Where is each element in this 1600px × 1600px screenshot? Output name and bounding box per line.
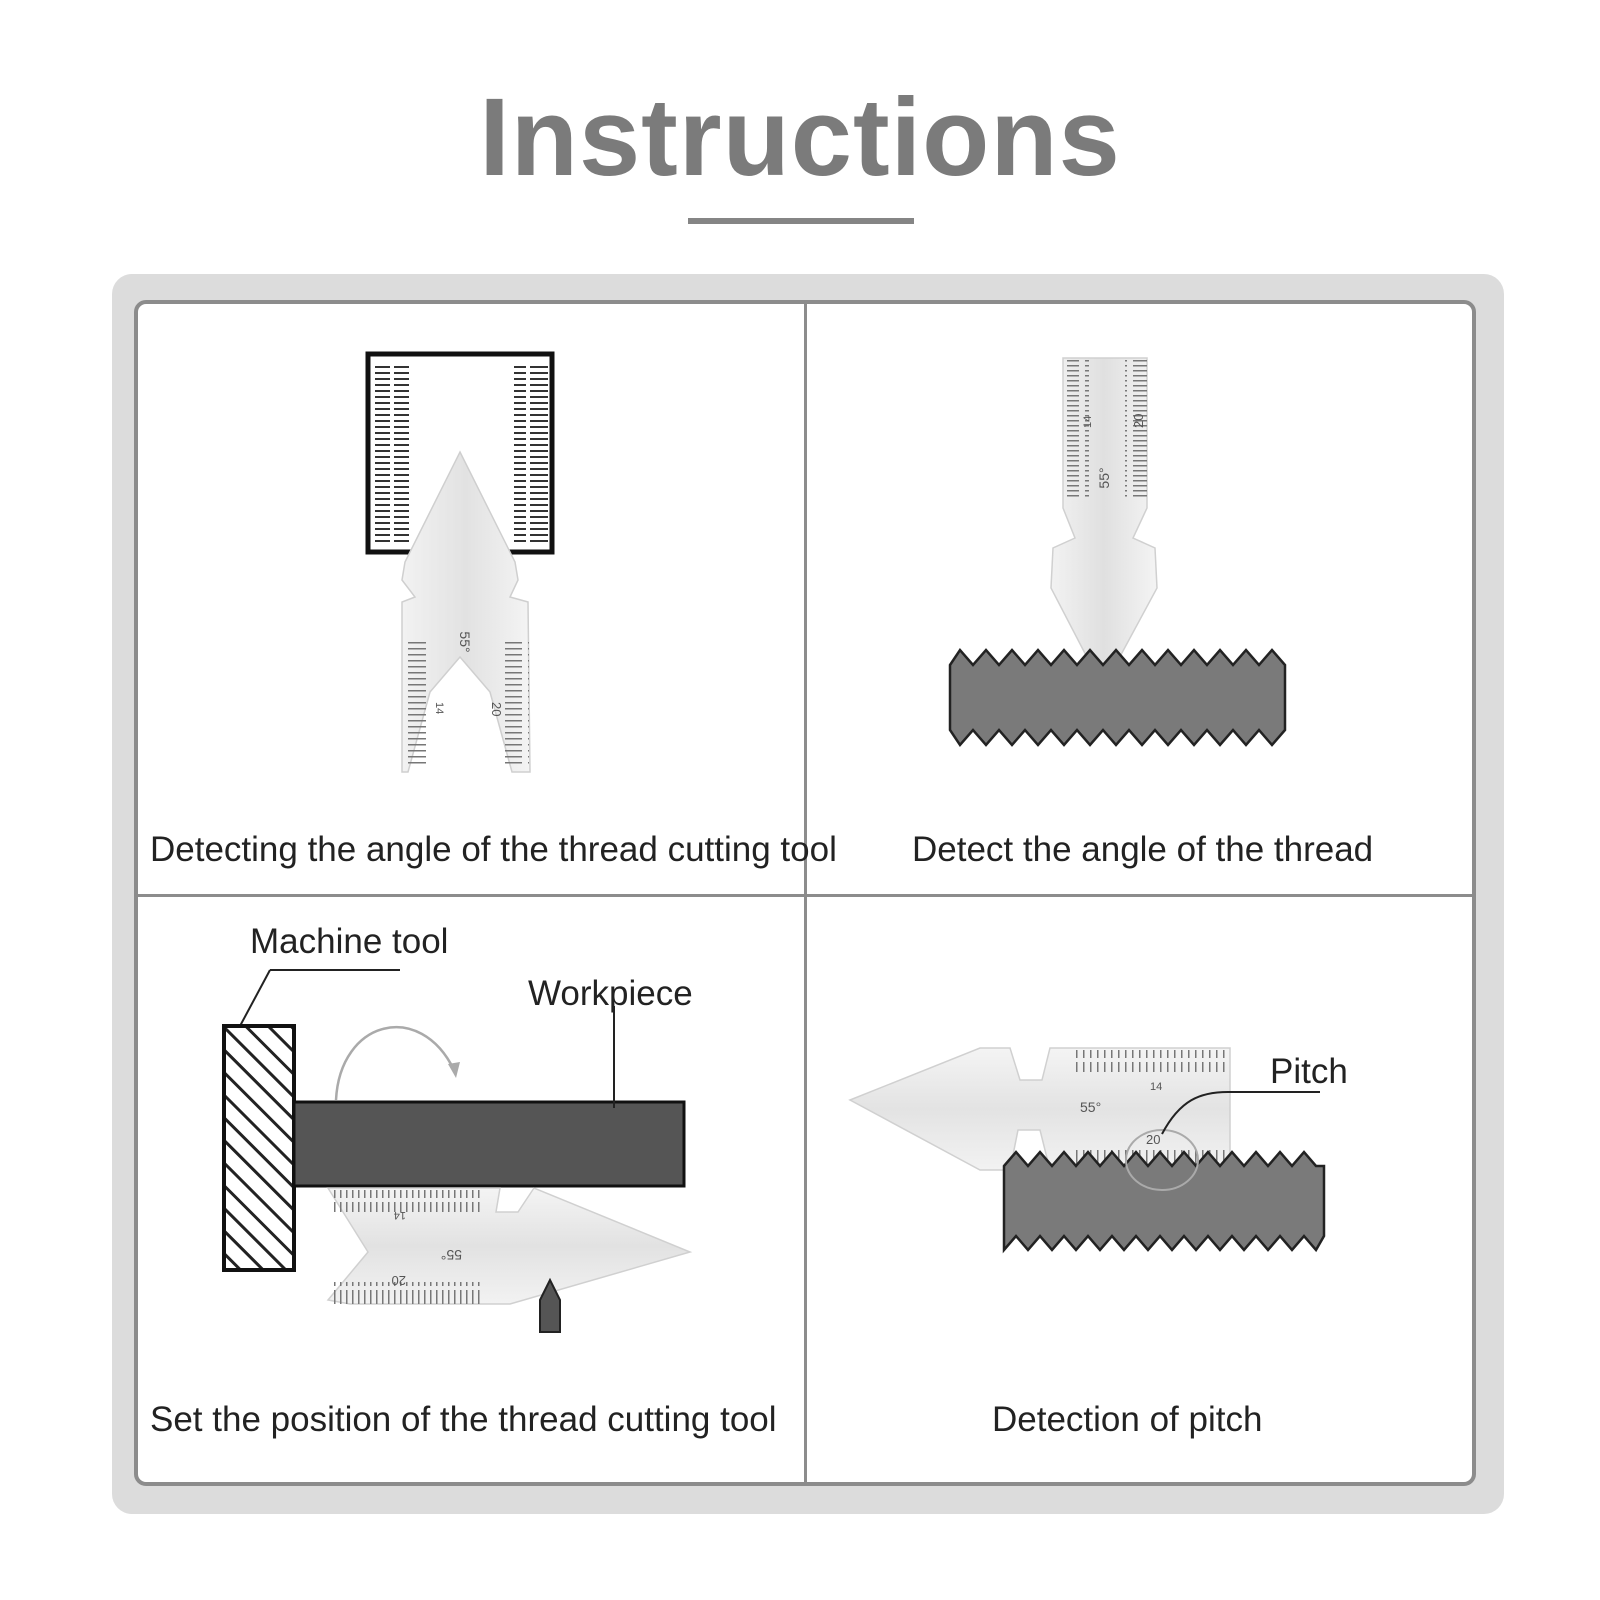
gauge-label-20: 20 bbox=[1146, 1132, 1160, 1147]
gauge-label-20: 20 bbox=[489, 702, 504, 716]
threaded-rod bbox=[1002, 1150, 1326, 1254]
center-gauge bbox=[401, 450, 531, 773]
pitch-leader bbox=[1161, 1091, 1320, 1135]
gauge-label-55: 55° bbox=[457, 631, 473, 652]
gauge-label-55: 55° bbox=[441, 1247, 462, 1263]
cutting-tool-tip bbox=[539, 1277, 561, 1333]
title-underline bbox=[688, 218, 914, 224]
panel-1-illustration: 55° 14 20 bbox=[365, 351, 555, 773]
grid-divider-vertical bbox=[804, 302, 807, 1484]
gauge-label-55: 55° bbox=[1080, 1099, 1101, 1115]
machine-chuck bbox=[222, 1024, 296, 1272]
panel-3-illustration: 55° 14 20 bbox=[222, 969, 693, 1333]
gauge-label-14: 14 bbox=[394, 1209, 406, 1221]
workpiece-label: Workpiece bbox=[528, 974, 693, 1013]
rotation-arrow bbox=[334, 1026, 456, 1101]
threaded-rod bbox=[948, 647, 1287, 748]
pitch-highlight-circle bbox=[1125, 1129, 1199, 1191]
panel-3-caption: Set the position of the thread cutting t… bbox=[150, 1400, 777, 1439]
panel-1-caption: Detecting the angle of the thread cuttin… bbox=[150, 830, 837, 869]
machine-tool-label: Machine tool bbox=[250, 922, 449, 961]
gauge-label-14: 14 bbox=[433, 702, 445, 714]
gauge-label-55: 55° bbox=[1096, 467, 1112, 488]
gauge-label-14: 14 bbox=[1082, 416, 1094, 428]
gauge-label-14: 14 bbox=[1150, 1081, 1162, 1093]
pitch-label: Pitch bbox=[1270, 1052, 1348, 1091]
gauge-label-20: 20 bbox=[392, 1273, 406, 1288]
gauge-label-20: 20 bbox=[1131, 414, 1146, 428]
panel-4-illustration: 55° 14 20 bbox=[848, 1047, 1326, 1254]
panel-4-caption: Detection of pitch bbox=[992, 1400, 1263, 1439]
grid-divider-horizontal bbox=[136, 894, 1474, 897]
panel-2-illustration: 55° 14 20 bbox=[948, 357, 1287, 748]
workpiece-bar bbox=[292, 1100, 686, 1188]
panel-2-caption: Detect the angle of the thread bbox=[912, 830, 1374, 869]
page-title: Instructions bbox=[479, 76, 1121, 199]
